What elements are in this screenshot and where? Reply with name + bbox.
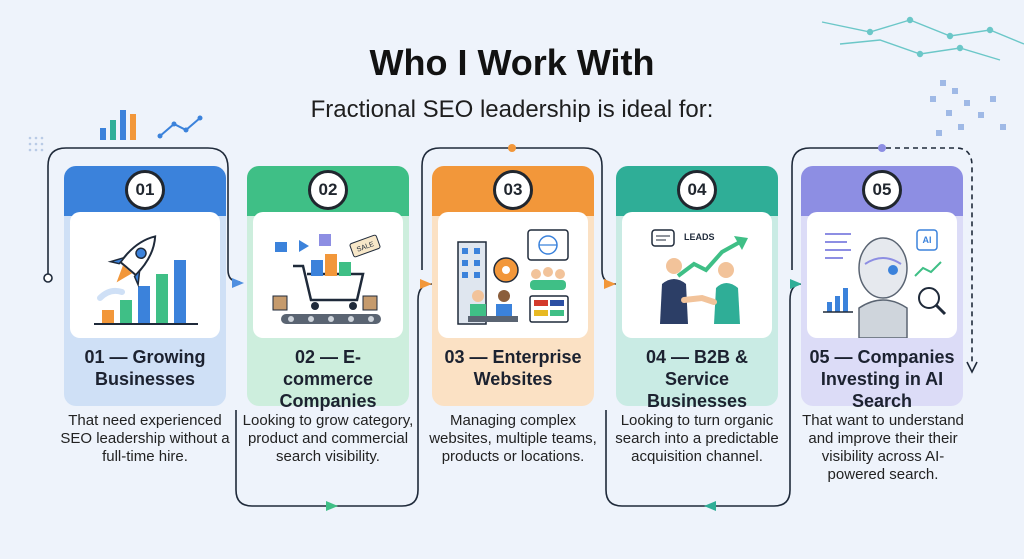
page-subtitle: Fractional SEO leadership is ideal for:: [310, 96, 714, 123]
shopping-cart-icon: [293, 254, 365, 310]
card-number-badge: 05: [862, 170, 902, 210]
svg-text:AI: AI: [923, 235, 932, 245]
card-title: 05 — Companies Investing in AI Search: [809, 347, 955, 411]
card-enterprise-websites: 03: [432, 166, 594, 406]
enterprise-illustration: [438, 212, 588, 338]
handshake-icon: [681, 294, 717, 305]
leads-label: LEADS: [684, 232, 715, 242]
chat-bubble-icon: [651, 229, 675, 247]
businesswoman-icon: [714, 262, 740, 324]
arrow-to-card-4: [604, 279, 616, 289]
decorative-network: [821, 16, 1024, 61]
connector-4-5: [605, 283, 803, 507]
card-ecommerce-companies: 02 S: [247, 166, 409, 411]
shopping-cart-illustration: SALE: [253, 212, 403, 338]
card-description: Looking to grow category, product and co…: [242, 412, 414, 465]
globe-window-icon: [527, 229, 569, 261]
arrow-to-card-5: [790, 279, 802, 289]
connector-end-dot: [878, 144, 886, 152]
card-title: 04 — B2B & Service Businesses: [645, 347, 749, 411]
connector-top-dot: [508, 144, 516, 152]
bar-chart-icon: [823, 288, 853, 313]
connector-1-2: [47, 147, 241, 283]
decorative-line-chart: [157, 115, 203, 139]
arrow-down-end: [966, 361, 978, 374]
magnifier-icon: [918, 287, 947, 316]
robot-head-icon: [858, 237, 908, 338]
arrow-to-card-3: [420, 279, 432, 289]
card-description: That want to understand and improve thei…: [802, 412, 964, 483]
card-title: 03 — Enterprise Websites: [444, 347, 582, 389]
gear-icon: [493, 257, 519, 283]
decorative-pixels-right: [930, 80, 1006, 136]
card-description: That need experienced SEO leadership wit…: [60, 412, 230, 465]
sale-tag-icon: SALE: [349, 234, 381, 258]
card-description: Managing complex websites, multiple team…: [429, 412, 597, 465]
card-number-badge: 02: [308, 170, 348, 210]
ai-chip-icon: AI: [916, 229, 938, 251]
flags-screen-icon: [529, 295, 569, 323]
card-title: 01 — Growing Businesses: [84, 347, 206, 389]
decorative-bar-chart: [100, 110, 136, 140]
rocket-growth-illustration: [70, 212, 220, 338]
connector-dashed: [886, 147, 973, 362]
connector-2-3: [235, 283, 433, 507]
businessman-icon: [660, 258, 688, 324]
card-description: Looking to turn organic search into a pr…: [615, 412, 779, 465]
team-people-icon: [530, 267, 566, 290]
page-title: Who I Work With: [369, 42, 655, 83]
card-number-badge: 04: [677, 170, 717, 210]
arrow-to-card-2: [232, 278, 244, 288]
arrow-bottom-2: [326, 501, 338, 511]
card-number-badge: 03: [493, 170, 533, 210]
growth-arrow-icon: [676, 236, 748, 278]
handshake-leads-illustration: LEADS: [622, 212, 772, 338]
card-growing-businesses: 01 01 — Growing Businesses: [64, 166, 226, 406]
arrow-bottom-4: [704, 501, 716, 511]
checklist-icon: [825, 233, 851, 259]
people-laptops-icon: [468, 290, 518, 322]
rocket-icon: [107, 235, 157, 288]
card-number-badge: 01: [125, 170, 165, 210]
card-title: 02 — E-commerce Companies: [279, 347, 377, 411]
connector-5-end: [791, 147, 880, 270]
card-ai-search-companies: 05: [801, 166, 963, 411]
decorative-dots-left: [28, 136, 44, 152]
connector-start-dot: [43, 273, 53, 283]
card-b2b-service-businesses: 04 LEADS: [616, 166, 778, 411]
ai-robot-illustration: AI: [807, 212, 957, 338]
